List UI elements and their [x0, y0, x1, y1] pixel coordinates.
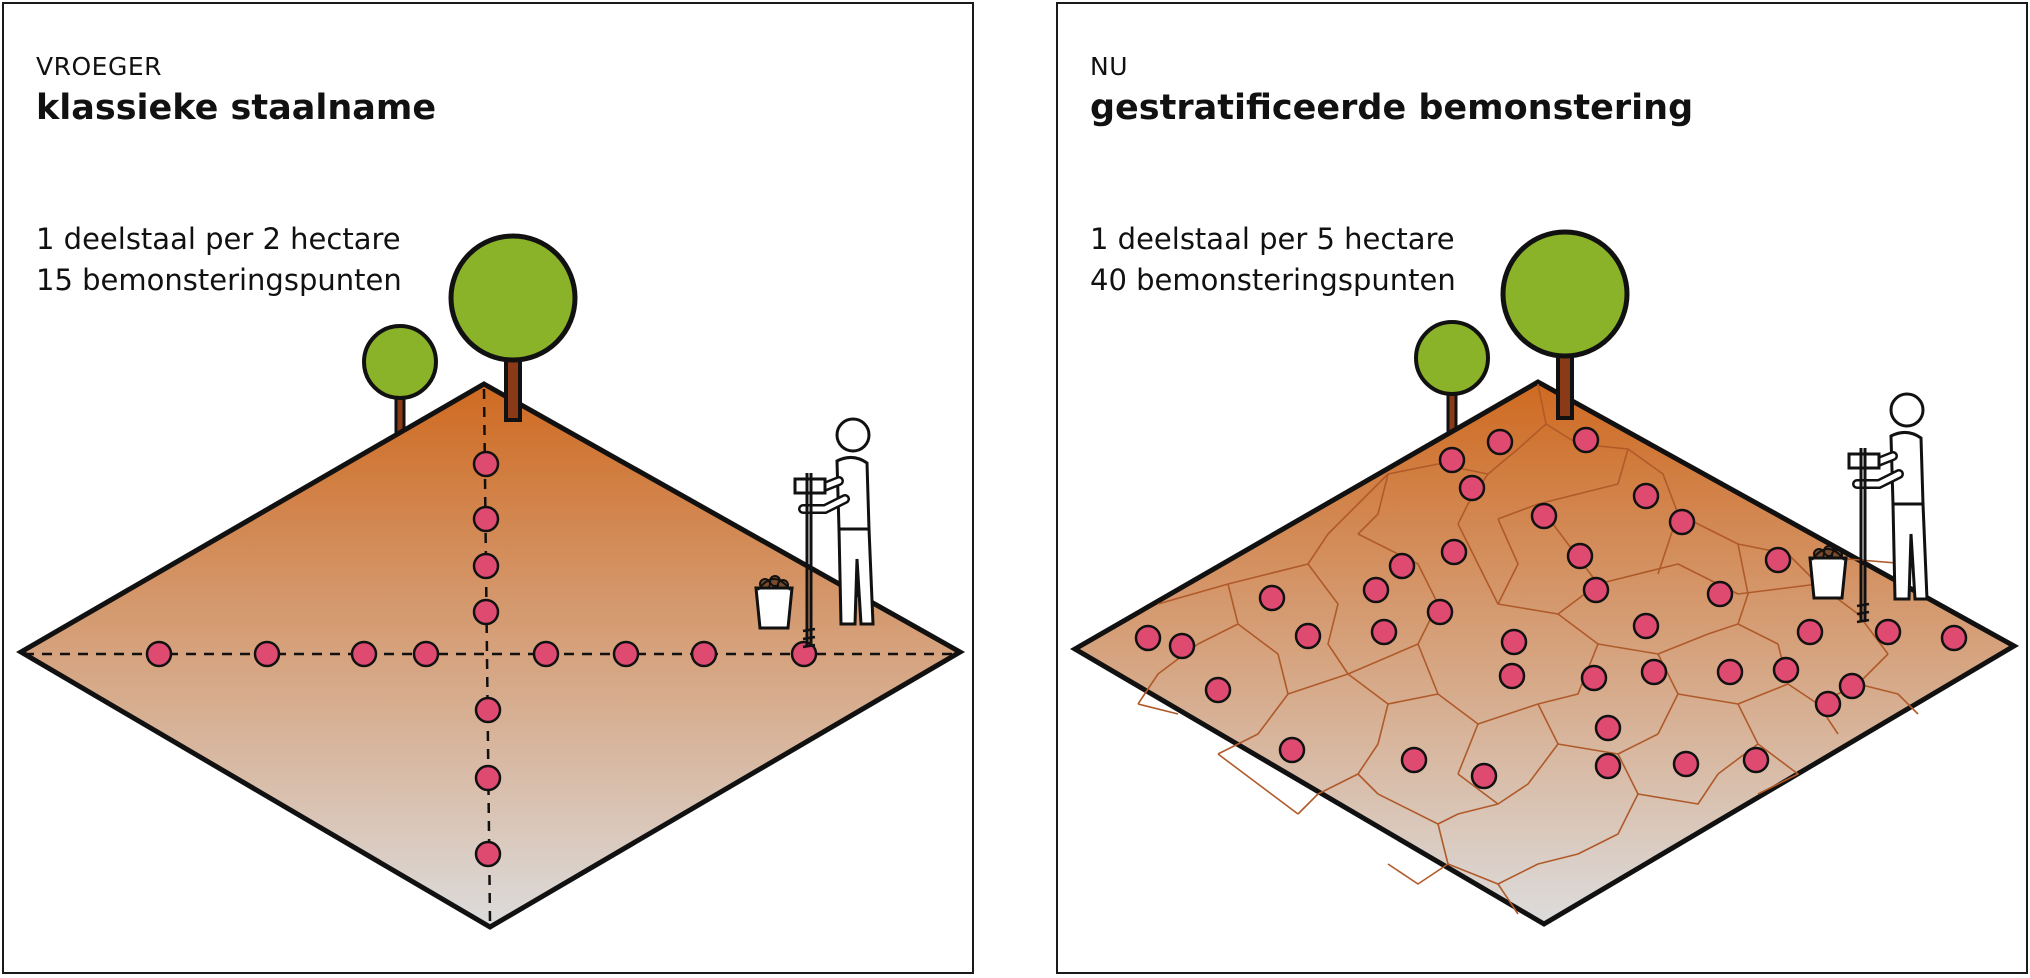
sample-point-icon [412, 640, 440, 668]
sample-point-icon [690, 640, 718, 668]
sample-point-icon [1742, 746, 1770, 774]
sample-point-icon [1400, 746, 1428, 774]
sample-point-icon [1632, 482, 1660, 510]
sample-point-icon [1716, 658, 1744, 686]
sample-point-icon [472, 505, 500, 533]
small-tree-icon [362, 324, 438, 440]
classic-sampling-field [16, 233, 966, 930]
sample-point-icon [472, 552, 500, 580]
bucket-icon [1808, 545, 1848, 600]
sample-point-icon [1796, 618, 1824, 646]
sample-point-icon [1838, 672, 1866, 700]
large-tree-icon [448, 233, 578, 422]
sample-point-icon [1470, 762, 1498, 790]
sample-point-icon [1632, 612, 1660, 640]
sample-point-icon [1764, 546, 1792, 574]
bucket-icon [754, 575, 794, 630]
sample-point-icon [532, 640, 560, 668]
sample-count-text: 15 bemonsteringspunten [36, 263, 402, 297]
field-parcel [1070, 379, 2020, 927]
sample-point-icon [1572, 426, 1600, 454]
sample-point-icon [1278, 736, 1306, 764]
stratified-sampling-field [1070, 229, 2020, 927]
sample-point-icon [1438, 446, 1466, 474]
person-with-auger-icon [1847, 392, 1929, 624]
period-label: VROEGER [36, 52, 162, 81]
small-tree-icon [1414, 320, 1490, 438]
sample-point-icon [1362, 576, 1390, 604]
sample-point-icon [1772, 656, 1800, 684]
sample-point-icon [1594, 752, 1622, 780]
sample-point-icon [1204, 676, 1232, 704]
sample-point-icon [1706, 580, 1734, 608]
sample-point-icon [472, 598, 500, 626]
sampling-density-text: 1 deelstaal per 5 hectare [1090, 222, 1455, 256]
large-tree-icon [1500, 229, 1630, 420]
field-parcel [16, 381, 966, 930]
sample-point-icon [1458, 474, 1486, 502]
sample-point-icon [1370, 618, 1398, 646]
sample-point-icon [1258, 584, 1286, 612]
sample-point-icon [474, 840, 502, 868]
panel-stratified-sampling: NU gestratificeerde bemonstering 1 deels… [1056, 2, 2028, 974]
sample-point-icon [1426, 598, 1454, 626]
sample-point-icon [1874, 618, 1902, 646]
panel-title: klassieke staalname [36, 88, 437, 128]
sample-count-text: 40 bemonsteringspunten [1090, 263, 1456, 297]
sample-point-icon [1566, 542, 1594, 570]
sample-point-icon [612, 640, 640, 668]
sample-point-icon [1640, 658, 1668, 686]
stratification-zone-boundaries [1137, 383, 1919, 915]
sample-point-icon [1582, 576, 1610, 604]
sample-point-icon [1594, 714, 1622, 742]
sample-point-icon [1940, 624, 1968, 652]
sample-point-icon [145, 640, 173, 668]
sample-point-icon [350, 640, 378, 668]
sample-point-icon [1388, 552, 1416, 580]
sample-point-icon [1134, 624, 1162, 652]
sample-point-icon [1440, 538, 1468, 566]
sample-point-icon [1672, 750, 1700, 778]
sample-point-icon [472, 450, 500, 478]
sample-point-icon [253, 640, 281, 668]
sample-point-icon [1580, 664, 1608, 692]
sample-points [145, 450, 818, 868]
panel-title: gestratificeerde bemonstering [1090, 88, 1694, 128]
sample-point-icon [1168, 632, 1196, 660]
sample-point-icon [1486, 428, 1514, 456]
sample-point-icon [1500, 628, 1528, 656]
person-with-auger-icon [793, 417, 875, 649]
sample-point-icon [1814, 690, 1842, 718]
sample-point-icon [1498, 662, 1526, 690]
sample-points [1134, 426, 1968, 790]
sample-point-icon [474, 696, 502, 724]
sample-point-icon [1530, 502, 1558, 530]
sampling-density-text: 1 deelstaal per 2 hectare [36, 222, 401, 256]
period-label: NU [1090, 52, 1128, 81]
sample-point-icon [790, 640, 818, 668]
sample-point-icon [1294, 622, 1322, 650]
panel-classic-sampling: VROEGER klassieke staalname 1 deelstaal … [2, 2, 974, 974]
sample-point-icon [1668, 508, 1696, 536]
sample-point-icon [474, 764, 502, 792]
